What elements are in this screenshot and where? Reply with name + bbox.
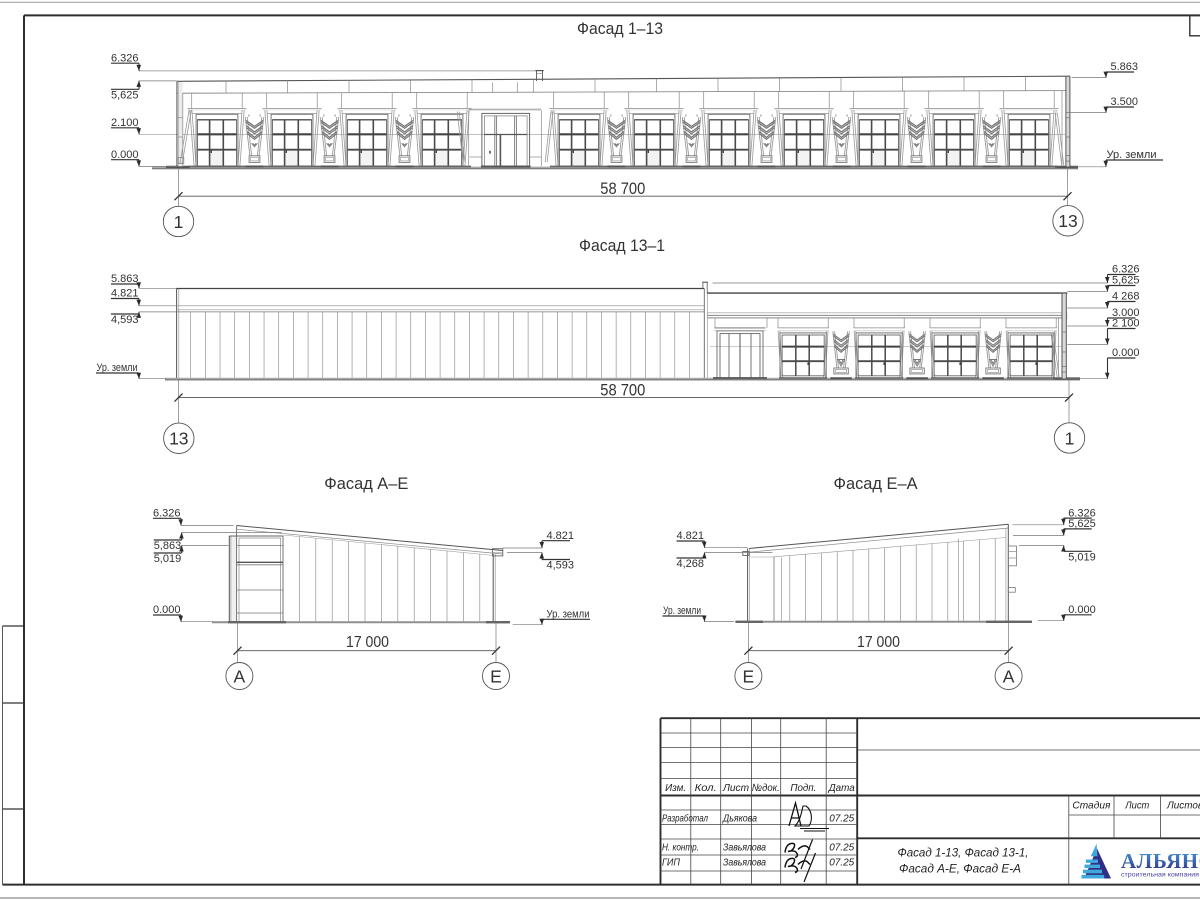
svg-text:Фасад 1-13, Фасад 13-1,: Фасад 1-13, Фасад 13-1, [898, 848, 1029, 860]
svg-text:2 100: 2 100 [1112, 318, 1140, 330]
svg-text:1: 1 [174, 212, 184, 232]
svg-text:5,863: 5,863 [154, 540, 182, 552]
svg-text:Е: Е [743, 666, 755, 686]
svg-text:Е: Е [490, 666, 502, 686]
svg-text:17 000: 17 000 [857, 634, 900, 651]
svg-text:4,593: 4,593 [547, 560, 575, 572]
svg-text:Ур. земли: Ур. земли [547, 609, 590, 621]
svg-text:6.326: 6.326 [1068, 507, 1096, 519]
svg-text:4.821: 4.821 [547, 530, 575, 542]
svg-text:Фасад А–Е: Фасад А–Е [324, 474, 408, 493]
svg-text:ГИП: ГИП [662, 858, 681, 869]
svg-text:Завьялова: Завьялова [723, 843, 766, 854]
svg-text:4,268: 4,268 [677, 558, 705, 570]
svg-text:А: А [234, 666, 246, 686]
svg-text:Кол.: Кол. [695, 782, 717, 794]
svg-text:5,019: 5,019 [154, 553, 182, 565]
svg-text:4.821: 4.821 [677, 530, 705, 542]
svg-text:Завьялова: Завьялова [723, 858, 766, 869]
svg-text:Листов: Листов [1166, 799, 1200, 811]
svg-text:Фасад 1–13: Фасад 1–13 [577, 19, 663, 38]
svg-text:АЛЬЯНС: АЛЬЯНС [1121, 849, 1200, 873]
svg-text:3.000: 3.000 [1112, 307, 1140, 319]
svg-text:Фасад А-Е, Фасад Е-А: Фасад А-Е, Фасад Е-А [899, 864, 1021, 876]
svg-text:07.25: 07.25 [829, 857, 854, 869]
svg-text:07.25: 07.25 [829, 813, 854, 825]
svg-text:0.000: 0.000 [1112, 347, 1140, 359]
svg-text:4,593: 4,593 [111, 314, 139, 326]
svg-text:17 000: 17 000 [346, 634, 389, 651]
svg-text:5,625: 5,625 [111, 90, 139, 102]
svg-text:Н. контр.: Н. контр. [662, 843, 699, 854]
svg-text:6.326: 6.326 [111, 52, 139, 64]
svg-text:Лист: Лист [722, 782, 749, 794]
svg-text:2.100: 2.100 [111, 117, 139, 129]
svg-text:Дата: Дата [828, 782, 855, 794]
svg-text:3.500: 3.500 [1111, 96, 1139, 108]
svg-text:5.863: 5.863 [111, 273, 139, 285]
svg-text:5.863: 5.863 [1111, 61, 1139, 73]
svg-text:58 700: 58 700 [600, 180, 645, 198]
svg-text:Ур. земли: Ур. земли [663, 605, 701, 617]
svg-text:6.326: 6.326 [153, 508, 181, 520]
svg-text:Подп.: Подп. [790, 782, 816, 794]
svg-text:Изм.: Изм. [665, 782, 686, 794]
svg-text:0.000: 0.000 [111, 149, 139, 161]
svg-text:13: 13 [1058, 211, 1077, 231]
svg-text:Лист: Лист [1124, 799, 1149, 811]
svg-text:Ур. земли: Ур. земли [1107, 149, 1157, 161]
svg-text:5,625: 5,625 [1112, 275, 1140, 287]
svg-text:Фасад 13–1: Фасад 13–1 [579, 236, 665, 255]
svg-text:13: 13 [169, 429, 188, 449]
svg-text:5,625: 5,625 [1068, 518, 1096, 530]
svg-text:Фасад Е–А: Фасад Е–А [834, 474, 919, 493]
svg-text:4 268: 4 268 [1112, 291, 1140, 303]
svg-text:58 700: 58 700 [600, 382, 645, 400]
svg-text:Разработал: Разработал [662, 813, 708, 825]
svg-text:6.326: 6.326 [1112, 264, 1140, 276]
svg-text:0.000: 0.000 [1068, 604, 1096, 616]
svg-text:строительная компания: строительная компания [1121, 872, 1200, 879]
svg-text:Ур. земли: Ур. земли [97, 362, 138, 374]
svg-text:А: А [1003, 666, 1015, 686]
svg-text:4.821: 4.821 [111, 288, 139, 300]
svg-text:0.000: 0.000 [153, 604, 181, 616]
svg-text:1: 1 [1065, 428, 1075, 448]
svg-text:07.25: 07.25 [829, 842, 854, 854]
svg-text:№док.: №док. [752, 782, 780, 794]
svg-text:Дьякова: Дьякова [722, 814, 757, 825]
svg-text:Стадия: Стадия [1072, 799, 1110, 811]
svg-text:5,019: 5,019 [1068, 552, 1096, 564]
